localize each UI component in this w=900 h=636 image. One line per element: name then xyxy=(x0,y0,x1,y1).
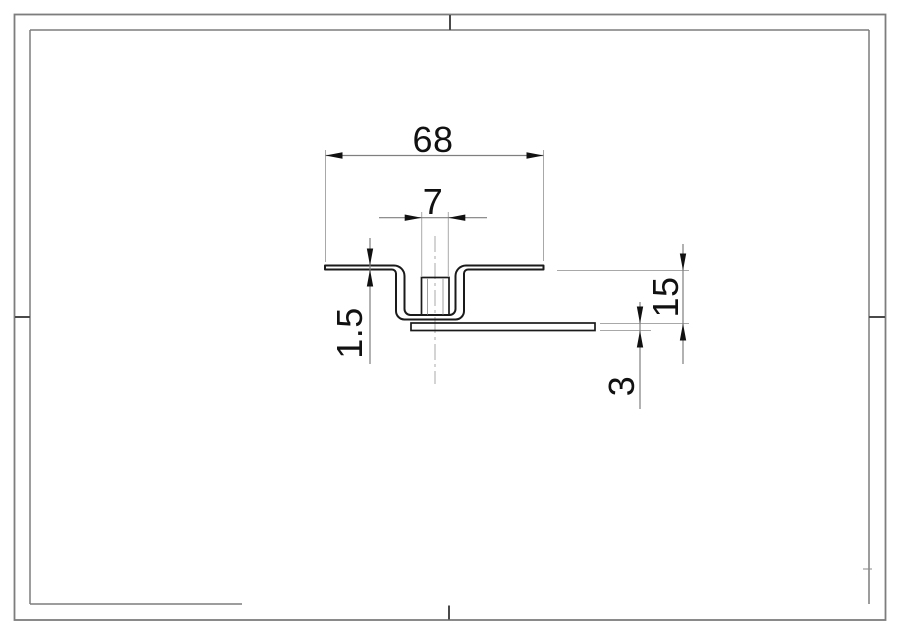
insert-block xyxy=(420,276,450,316)
frame-centering-marks xyxy=(15,15,885,620)
dimension-value: 15 xyxy=(645,276,686,317)
arrowhead xyxy=(448,214,466,221)
arrowhead xyxy=(636,306,644,324)
dimension-plate-thickness: 3 xyxy=(600,302,651,409)
arrowhead xyxy=(325,152,343,159)
dimension-value: 68 xyxy=(412,119,453,160)
dimension-overall-width: 68 xyxy=(325,119,544,262)
part-geometry xyxy=(324,264,596,332)
arrowhead xyxy=(404,214,422,221)
dimension-offset-depth: 15 xyxy=(557,244,689,364)
frame-outer-border xyxy=(13,13,887,621)
dimension-value: 1.5 xyxy=(329,307,370,359)
frame-inner-border xyxy=(29,29,870,605)
bottom-plate xyxy=(410,322,596,332)
arrowhead xyxy=(679,323,687,341)
dimension-value: 7 xyxy=(423,181,444,222)
arrowhead xyxy=(366,248,374,266)
arrowhead xyxy=(679,253,687,271)
arrowhead xyxy=(526,152,544,159)
drawing-frame xyxy=(13,13,887,621)
hat-profile-outline xyxy=(324,264,545,321)
arrowhead xyxy=(636,330,644,348)
dimension-sheet-thickness: 1.5 xyxy=(329,238,374,364)
dimension-value: 3 xyxy=(601,376,642,397)
arrowhead xyxy=(366,269,374,287)
dimension-channel-width: 7 xyxy=(379,181,487,276)
